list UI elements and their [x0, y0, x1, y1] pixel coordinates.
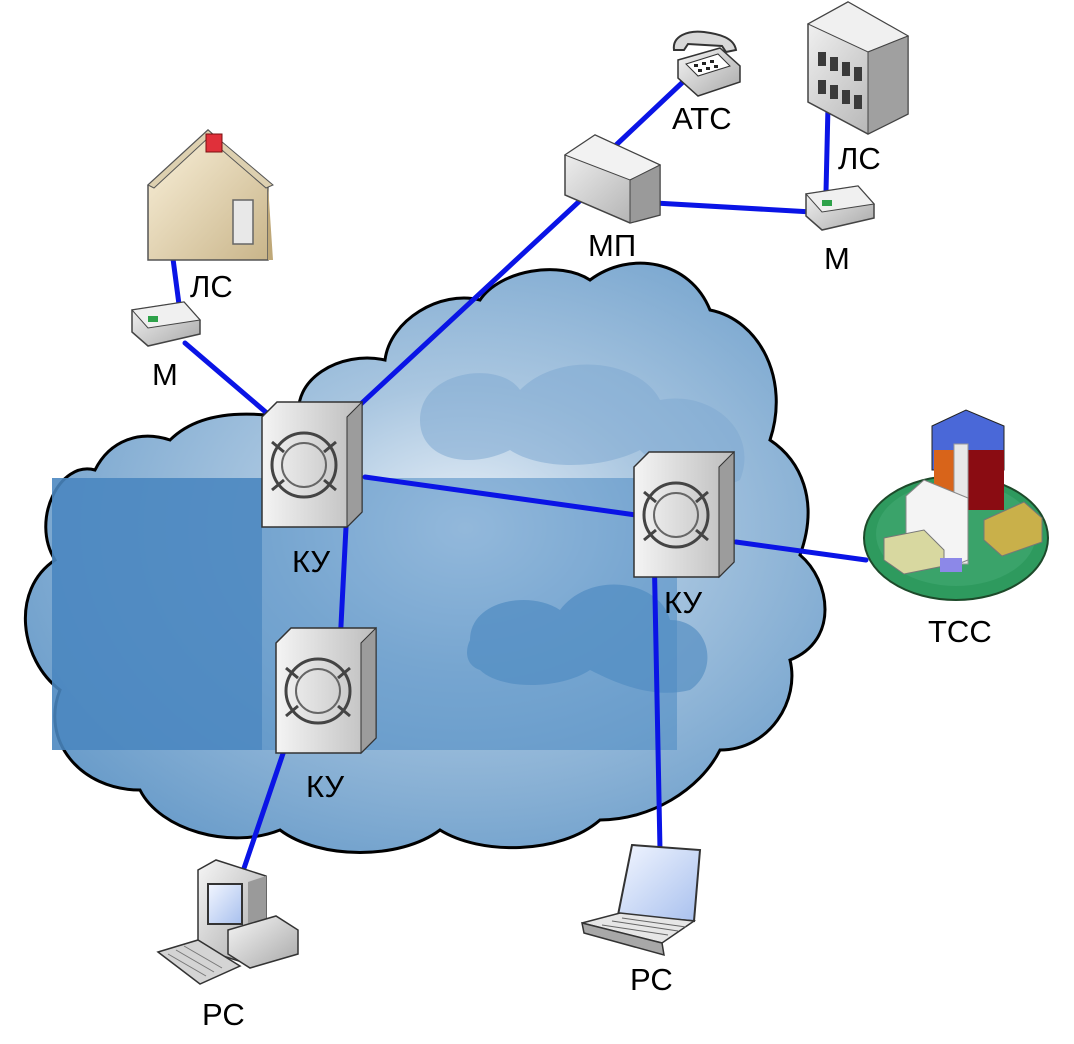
link-ku-top-ku-bottom [337, 524, 349, 648]
mp-box-icon[interactable] [563, 134, 662, 224]
house-icon[interactable] [147, 128, 274, 261]
link-modem-left-ku [182, 340, 278, 423]
label-ku-top-left: КУ [292, 544, 330, 579]
link-ku-right-tss [733, 539, 869, 563]
label-m-left: М [152, 357, 178, 392]
label-tss: ТСС [928, 614, 992, 649]
modem-left-icon[interactable] [131, 301, 201, 347]
label-ats: АТС [672, 101, 732, 136]
desktop-pc-icon[interactable] [156, 859, 299, 985]
factory-island-icon[interactable] [863, 409, 1049, 601]
modem-right-icon[interactable] [805, 185, 875, 231]
link-ku-right-laptop [651, 542, 663, 853]
label-pc-laptop: РС [630, 962, 673, 997]
label-mp: МП [588, 228, 636, 263]
label-ls-house: ЛС [190, 269, 233, 304]
label-ku-right: КУ [664, 585, 702, 620]
link-building-modem-right [823, 103, 831, 195]
link-mp-ats [612, 77, 688, 149]
telephone-icon[interactable] [672, 30, 741, 97]
label-ls-building: ЛС [838, 141, 881, 176]
link-mp-modem-right [652, 200, 815, 215]
server-ku-bottom[interactable] [275, 626, 377, 755]
laptop-icon[interactable] [581, 843, 702, 957]
label-m-right: М [824, 241, 850, 276]
link-ku-bottom-pc [237, 730, 293, 883]
server-ku-right[interactable] [633, 450, 735, 579]
labels: КУ КУ КУ ЛС ЛС М М МП АТС ТСС РС РС [152, 101, 992, 1032]
label-ku-bottom: КУ [306, 769, 344, 804]
link-ku-top-mp [332, 193, 588, 431]
link-ku-top-ku-right [362, 474, 639, 518]
cloud-overlay-rect-left [52, 478, 262, 750]
office-building-icon[interactable] [806, 1, 910, 135]
cloud [23, 261, 827, 854]
server-ku-top-left[interactable] [261, 400, 363, 529]
label-pc-desktop: РС [202, 997, 245, 1032]
